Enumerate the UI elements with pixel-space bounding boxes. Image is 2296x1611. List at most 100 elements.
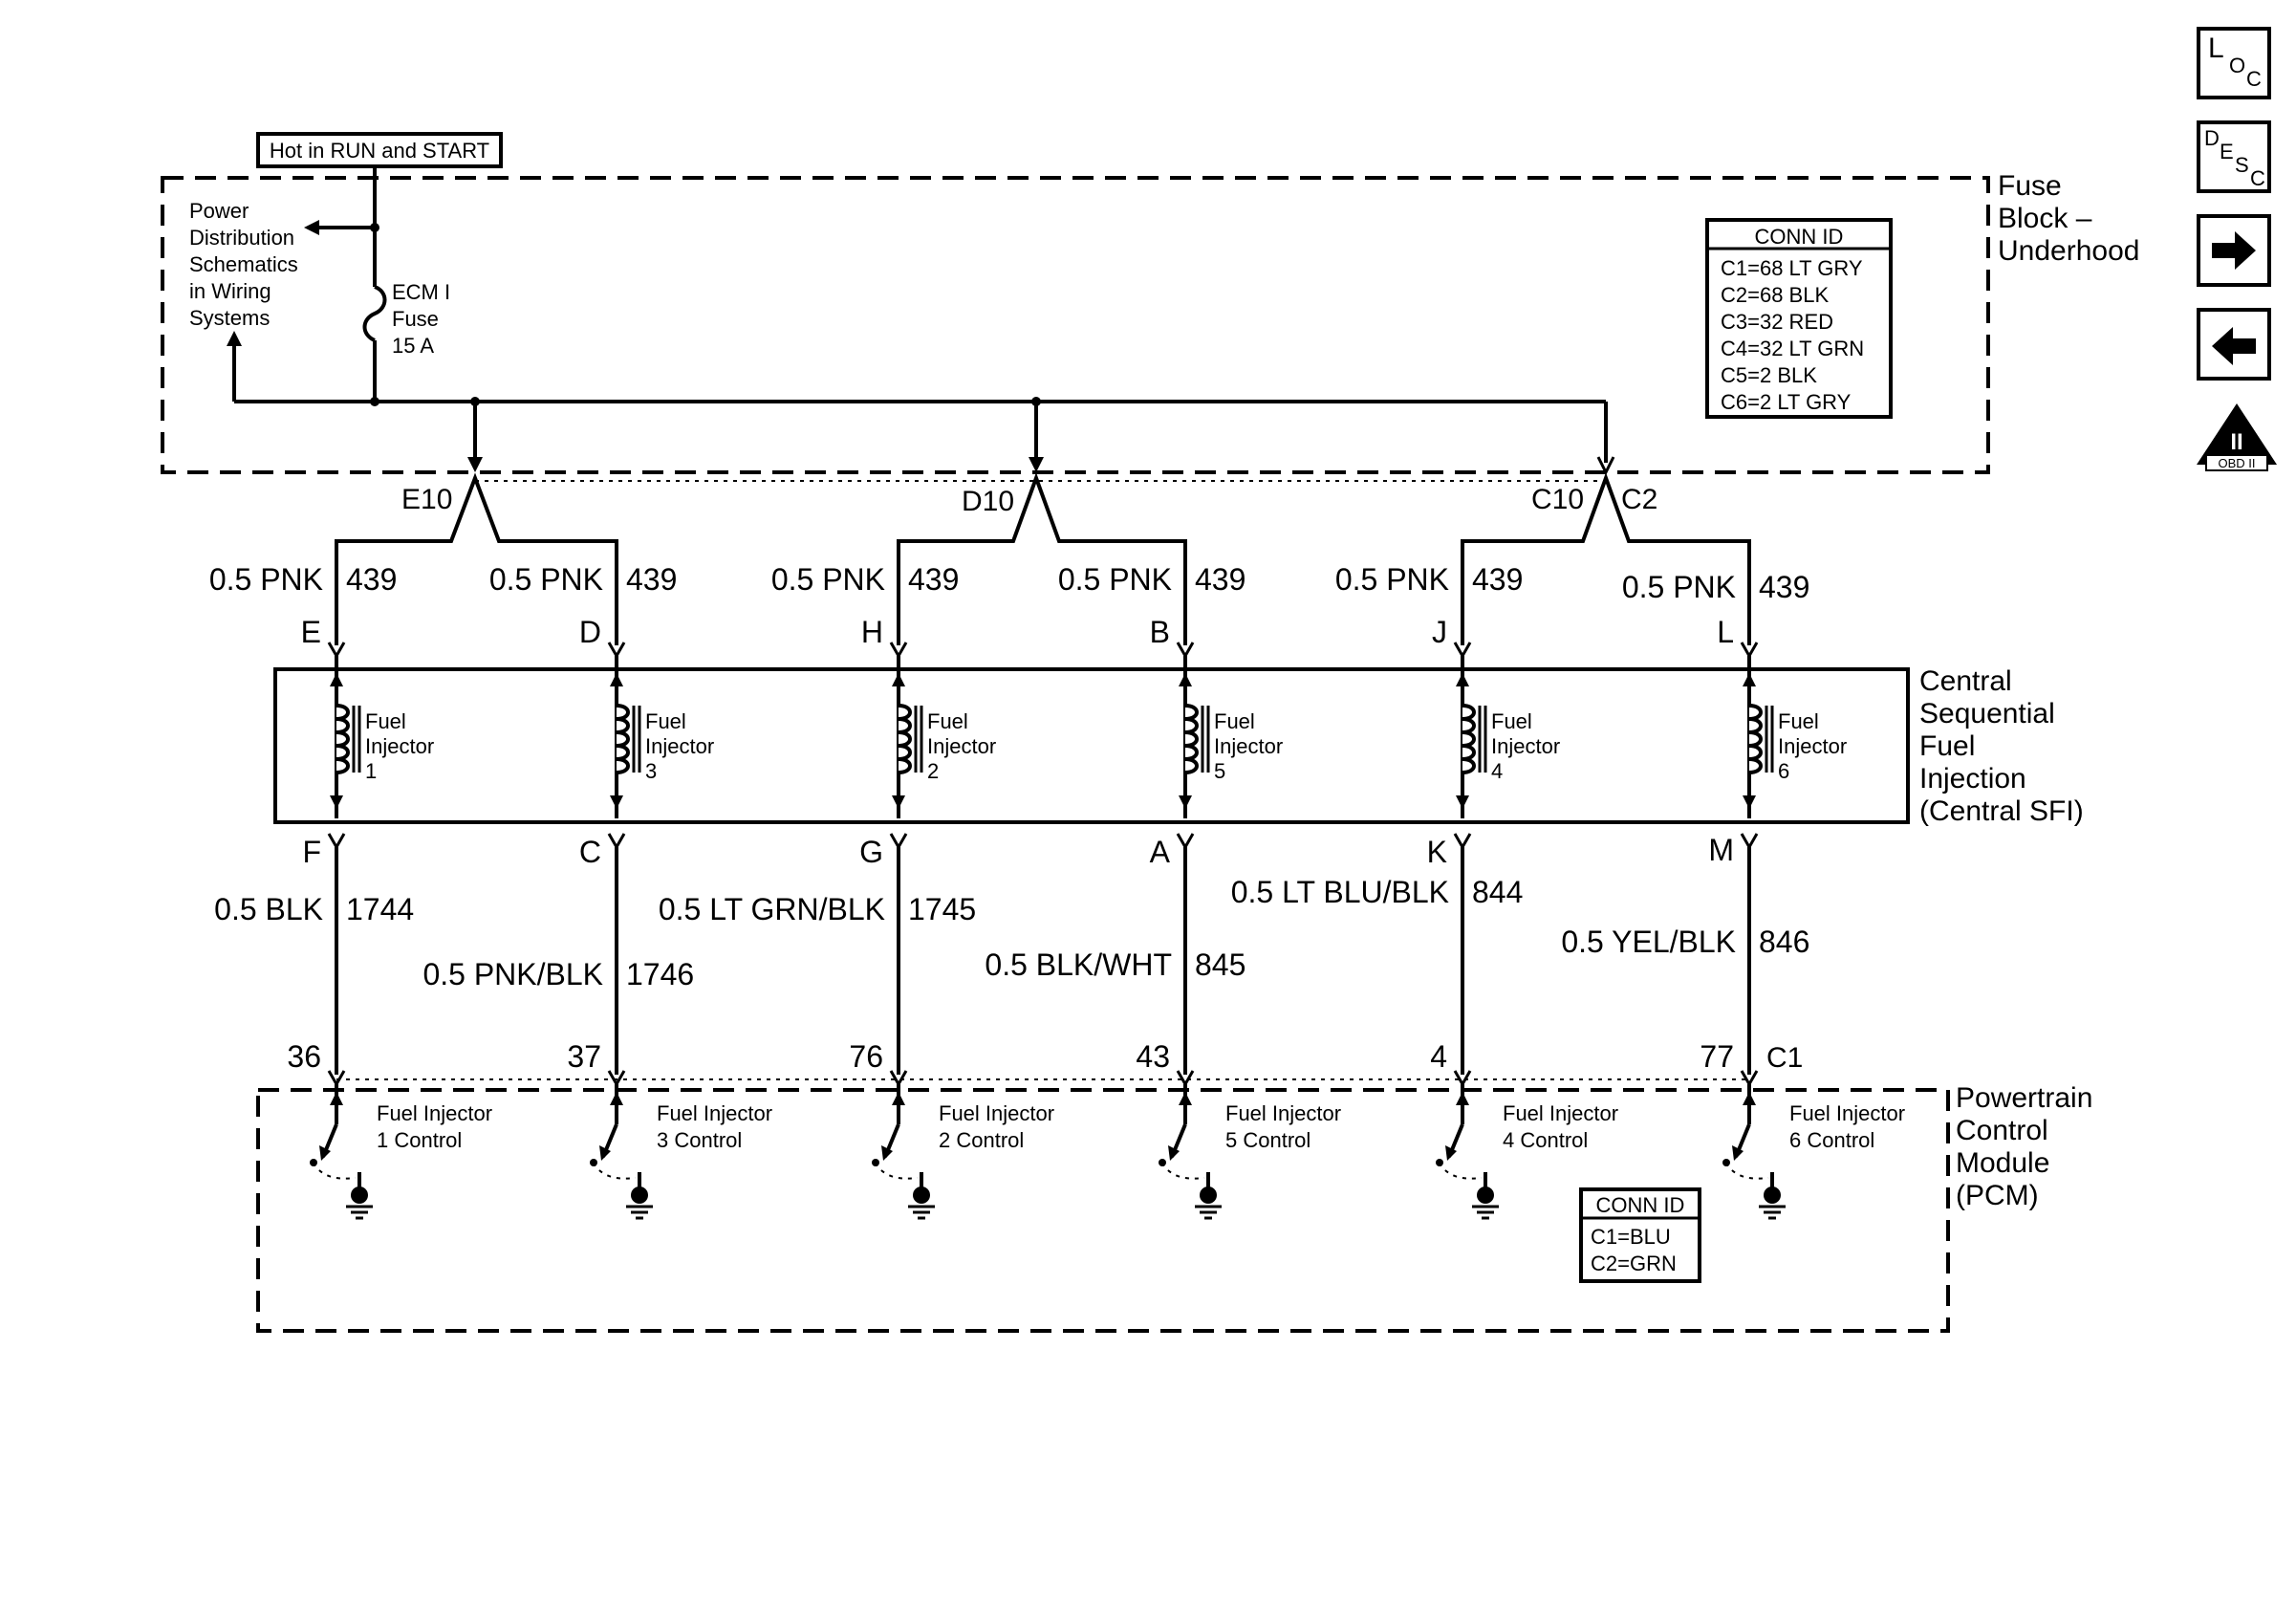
svg-text:Sequential: Sequential [1919, 698, 2055, 729]
pcm-conn-id-table: CONN ID C1=BLU C2=GRN [1579, 1187, 1701, 1283]
injector-top-pin: D [579, 615, 601, 649]
svg-text:(PCM): (PCM) [1956, 1180, 2039, 1211]
control-circuit-number: 1745 [908, 892, 976, 926]
svg-text:CONN ID: CONN ID [1596, 1193, 1685, 1217]
injector-top-pin: L [1717, 615, 1734, 649]
next-page-button[interactable] [2197, 214, 2271, 287]
injector-bottom-pin: C [579, 835, 601, 869]
power-distribution-reference: Power Distribution Schematics in Wiring … [189, 199, 298, 330]
svg-text:OBD II: OBD II [2218, 456, 2255, 470]
arrow-down-icon [1456, 795, 1469, 809]
supply-circuit-number: 439 [908, 562, 959, 597]
svg-text:E: E [2220, 140, 2234, 163]
supply-circuit-number: 439 [1759, 570, 1809, 604]
arrow-up-icon [227, 331, 242, 346]
injector-name: Injector [927, 734, 996, 758]
svg-text:L: L [2208, 33, 2224, 64]
pcm: Powertrain Control Module (PCM) C1 CONN … [256, 1042, 2092, 1333]
injector-name: Fuel [1778, 709, 1819, 733]
injector-coil-icon [336, 704, 350, 774]
control-wire-color: 0.5 LT BLU/BLK [1231, 875, 1449, 909]
pcm-label: Powertrain Control Module (PCM) [1956, 1082, 2092, 1211]
injector-name: Fuel [365, 709, 406, 733]
injector-coil-icon [1184, 704, 1199, 774]
svg-text:C: C [2250, 166, 2265, 190]
pcm-pin-number: 43 [1136, 1039, 1170, 1074]
previous-page-button[interactable] [2197, 308, 2271, 381]
ecm-fuse-label: ECM I Fuse 15 A [392, 280, 450, 358]
arrow-right-icon [2212, 231, 2256, 270]
injector-top-pin: B [1150, 615, 1170, 649]
injector-name: Injector [365, 734, 434, 758]
injector-number: 5 [1214, 759, 1225, 783]
injector-name: Fuel [645, 709, 686, 733]
svg-text:Module: Module [1956, 1147, 2049, 1179]
arrow-left-icon [304, 220, 319, 235]
svg-text:Power: Power [189, 199, 249, 223]
supply-wire-color: 0.5 PNK [1335, 562, 1449, 597]
injector-name: Injector [645, 734, 714, 758]
arrow-up-icon [330, 1092, 343, 1105]
supply-circuit-number: 439 [1195, 562, 1245, 597]
svg-text:O: O [2229, 54, 2245, 77]
obd-ii-triangle-icon [2197, 403, 2277, 465]
svg-text:Distribution: Distribution [189, 226, 294, 250]
central-sfi: Central Sequential Fuel Injection (Centr… [273, 665, 2084, 827]
injector-name: Fuel [1491, 709, 1532, 733]
injector-name: Injector [1491, 734, 1560, 758]
control-wire-color: 0.5 BLK/WHT [985, 947, 1172, 982]
pcm-pin-number: 36 [287, 1039, 321, 1074]
control-circuit-number: 1746 [626, 957, 694, 991]
location-button[interactable]: L O C [2197, 27, 2271, 99]
arrow-up-icon [1179, 1092, 1192, 1105]
arrow-down-icon [330, 795, 343, 809]
control-wire-color: 0.5 PNK/BLK [422, 957, 603, 991]
pcm-control-label: 1 Control [377, 1128, 462, 1152]
pcm-control-label: 2 Control [939, 1128, 1024, 1152]
arrow-up-icon [610, 673, 623, 686]
injector-name: Injector [1214, 734, 1283, 758]
svg-text:C6=2 LT GRY: C6=2 LT GRY [1721, 390, 1852, 414]
supply-wire-color: 0.5 PNK [209, 562, 323, 597]
svg-text:C1=BLU: C1=BLU [1591, 1225, 1671, 1249]
arrow-down-icon [610, 795, 623, 809]
injector-coil-icon [616, 704, 630, 774]
svg-text:D: D [2204, 126, 2220, 150]
svg-text:Injection: Injection [1919, 763, 2026, 795]
svg-text:C5=2 BLK: C5=2 BLK [1721, 363, 1817, 387]
injector-bottom-pin: K [1427, 835, 1447, 869]
fuse-block-conn-id-table: CONN ID C1=68 LT GRY C2=68 BLK C3=32 RED… [1705, 218, 1893, 419]
arrow-up-icon [892, 1092, 905, 1105]
pcm-border [256, 1088, 1950, 1333]
svg-text:C4=32 LT GRN: C4=32 LT GRN [1721, 337, 1864, 360]
svg-text:Fuse: Fuse [1998, 170, 2062, 202]
injector-number: 4 [1491, 759, 1503, 783]
pin-terminal [607, 833, 626, 851]
power-feed: Hot in RUN and START Power Distribution … [189, 132, 1615, 476]
arrow-up-icon [610, 1092, 623, 1105]
pcm-pin-number: 4 [1430, 1039, 1447, 1074]
svg-text:Fuel: Fuel [1919, 730, 1975, 762]
pcm-control-label: Fuel Injector [1503, 1101, 1618, 1125]
injector-bottom-pin: M [1708, 833, 1734, 867]
obd-ii-button[interactable]: II OBD II [2197, 403, 2277, 471]
arrow-left-icon [2212, 327, 2256, 365]
connector-c10: C10 [1531, 484, 1584, 515]
control-wire-color: 0.5 LT GRN/BLK [659, 892, 885, 926]
svg-text:Schematics: Schematics [189, 252, 298, 276]
fuse-block-underhood: Fuse Block – Underhood CONN ID C1=68 LT … [161, 170, 2139, 517]
svg-text:in Wiring: in Wiring [189, 279, 271, 303]
injector-top-pin: H [861, 615, 883, 649]
supply-circuit-number: 439 [346, 562, 397, 597]
description-button[interactable]: D E S C [2197, 120, 2271, 193]
injector-number: 3 [645, 759, 657, 783]
pcm-control-label: 5 Control [1225, 1128, 1310, 1152]
injector-number: 1 [365, 759, 377, 783]
svg-text:C3=32 RED: C3=32 RED [1721, 310, 1833, 334]
arrow-down-icon [467, 457, 483, 472]
injector-number: 6 [1778, 759, 1789, 783]
